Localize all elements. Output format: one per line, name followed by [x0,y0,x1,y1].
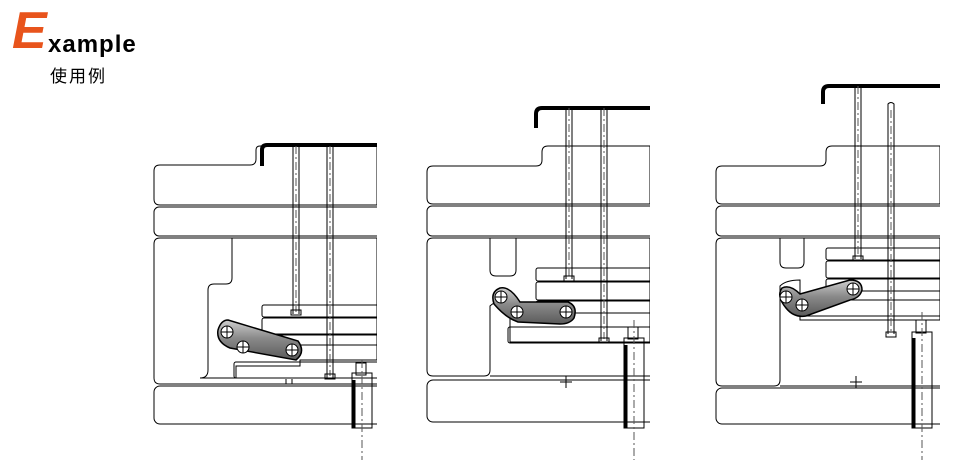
rod-a-2 [563,108,575,282]
rod-b-1 [324,146,336,380]
base-plate-1 [153,385,377,425]
second-plate-1 [153,206,377,237]
ejector-plate-a-2 [535,267,650,282]
ejector-plate-d-2 [507,326,650,344]
second-plate-2 [426,205,650,237]
pin-2 [623,320,645,460]
stage-2-mid [426,106,650,460]
example-heading: E xample 使用例 [12,2,232,92]
marker-2 [560,376,572,388]
housing-1 [153,237,377,385]
heading-subtitle: 使用例 [50,67,107,87]
upper-plate-1 [153,145,377,206]
link-arm-3 [779,279,863,318]
ejector-plate-d-1 [233,361,377,379]
heading-word: xample [48,31,137,58]
ejector-plate-a-3 [825,247,940,261]
marker-3 [850,376,862,388]
ejector-plate-b-2 [535,281,650,301]
heading-initial-letter: E [12,2,47,60]
link-arm-1 [217,319,303,361]
rod-a-3 [852,86,864,262]
top-bracket-3 [821,84,940,104]
rod-b-3 [885,102,897,338]
stage-3-ejected [715,84,940,460]
base-plate-2 [426,379,650,423]
pin-1 [351,360,373,460]
base-plate-3 [715,387,940,425]
top-bracket-1 [260,143,377,166]
pin-3 [911,312,933,460]
upper-plate-3 [715,145,940,205]
marker-1 [285,379,293,384]
ejector-plate-c-3 [825,278,940,292]
rod-a-1 [290,146,302,316]
upper-plate-2 [426,145,650,205]
top-bracket-2 [534,106,650,128]
ejector-plate-b-3 [825,260,940,279]
rod-b-2 [598,108,610,344]
link-arm-2 [492,287,576,325]
second-plate-3 [715,205,940,237]
stage-1-closed [153,143,377,460]
